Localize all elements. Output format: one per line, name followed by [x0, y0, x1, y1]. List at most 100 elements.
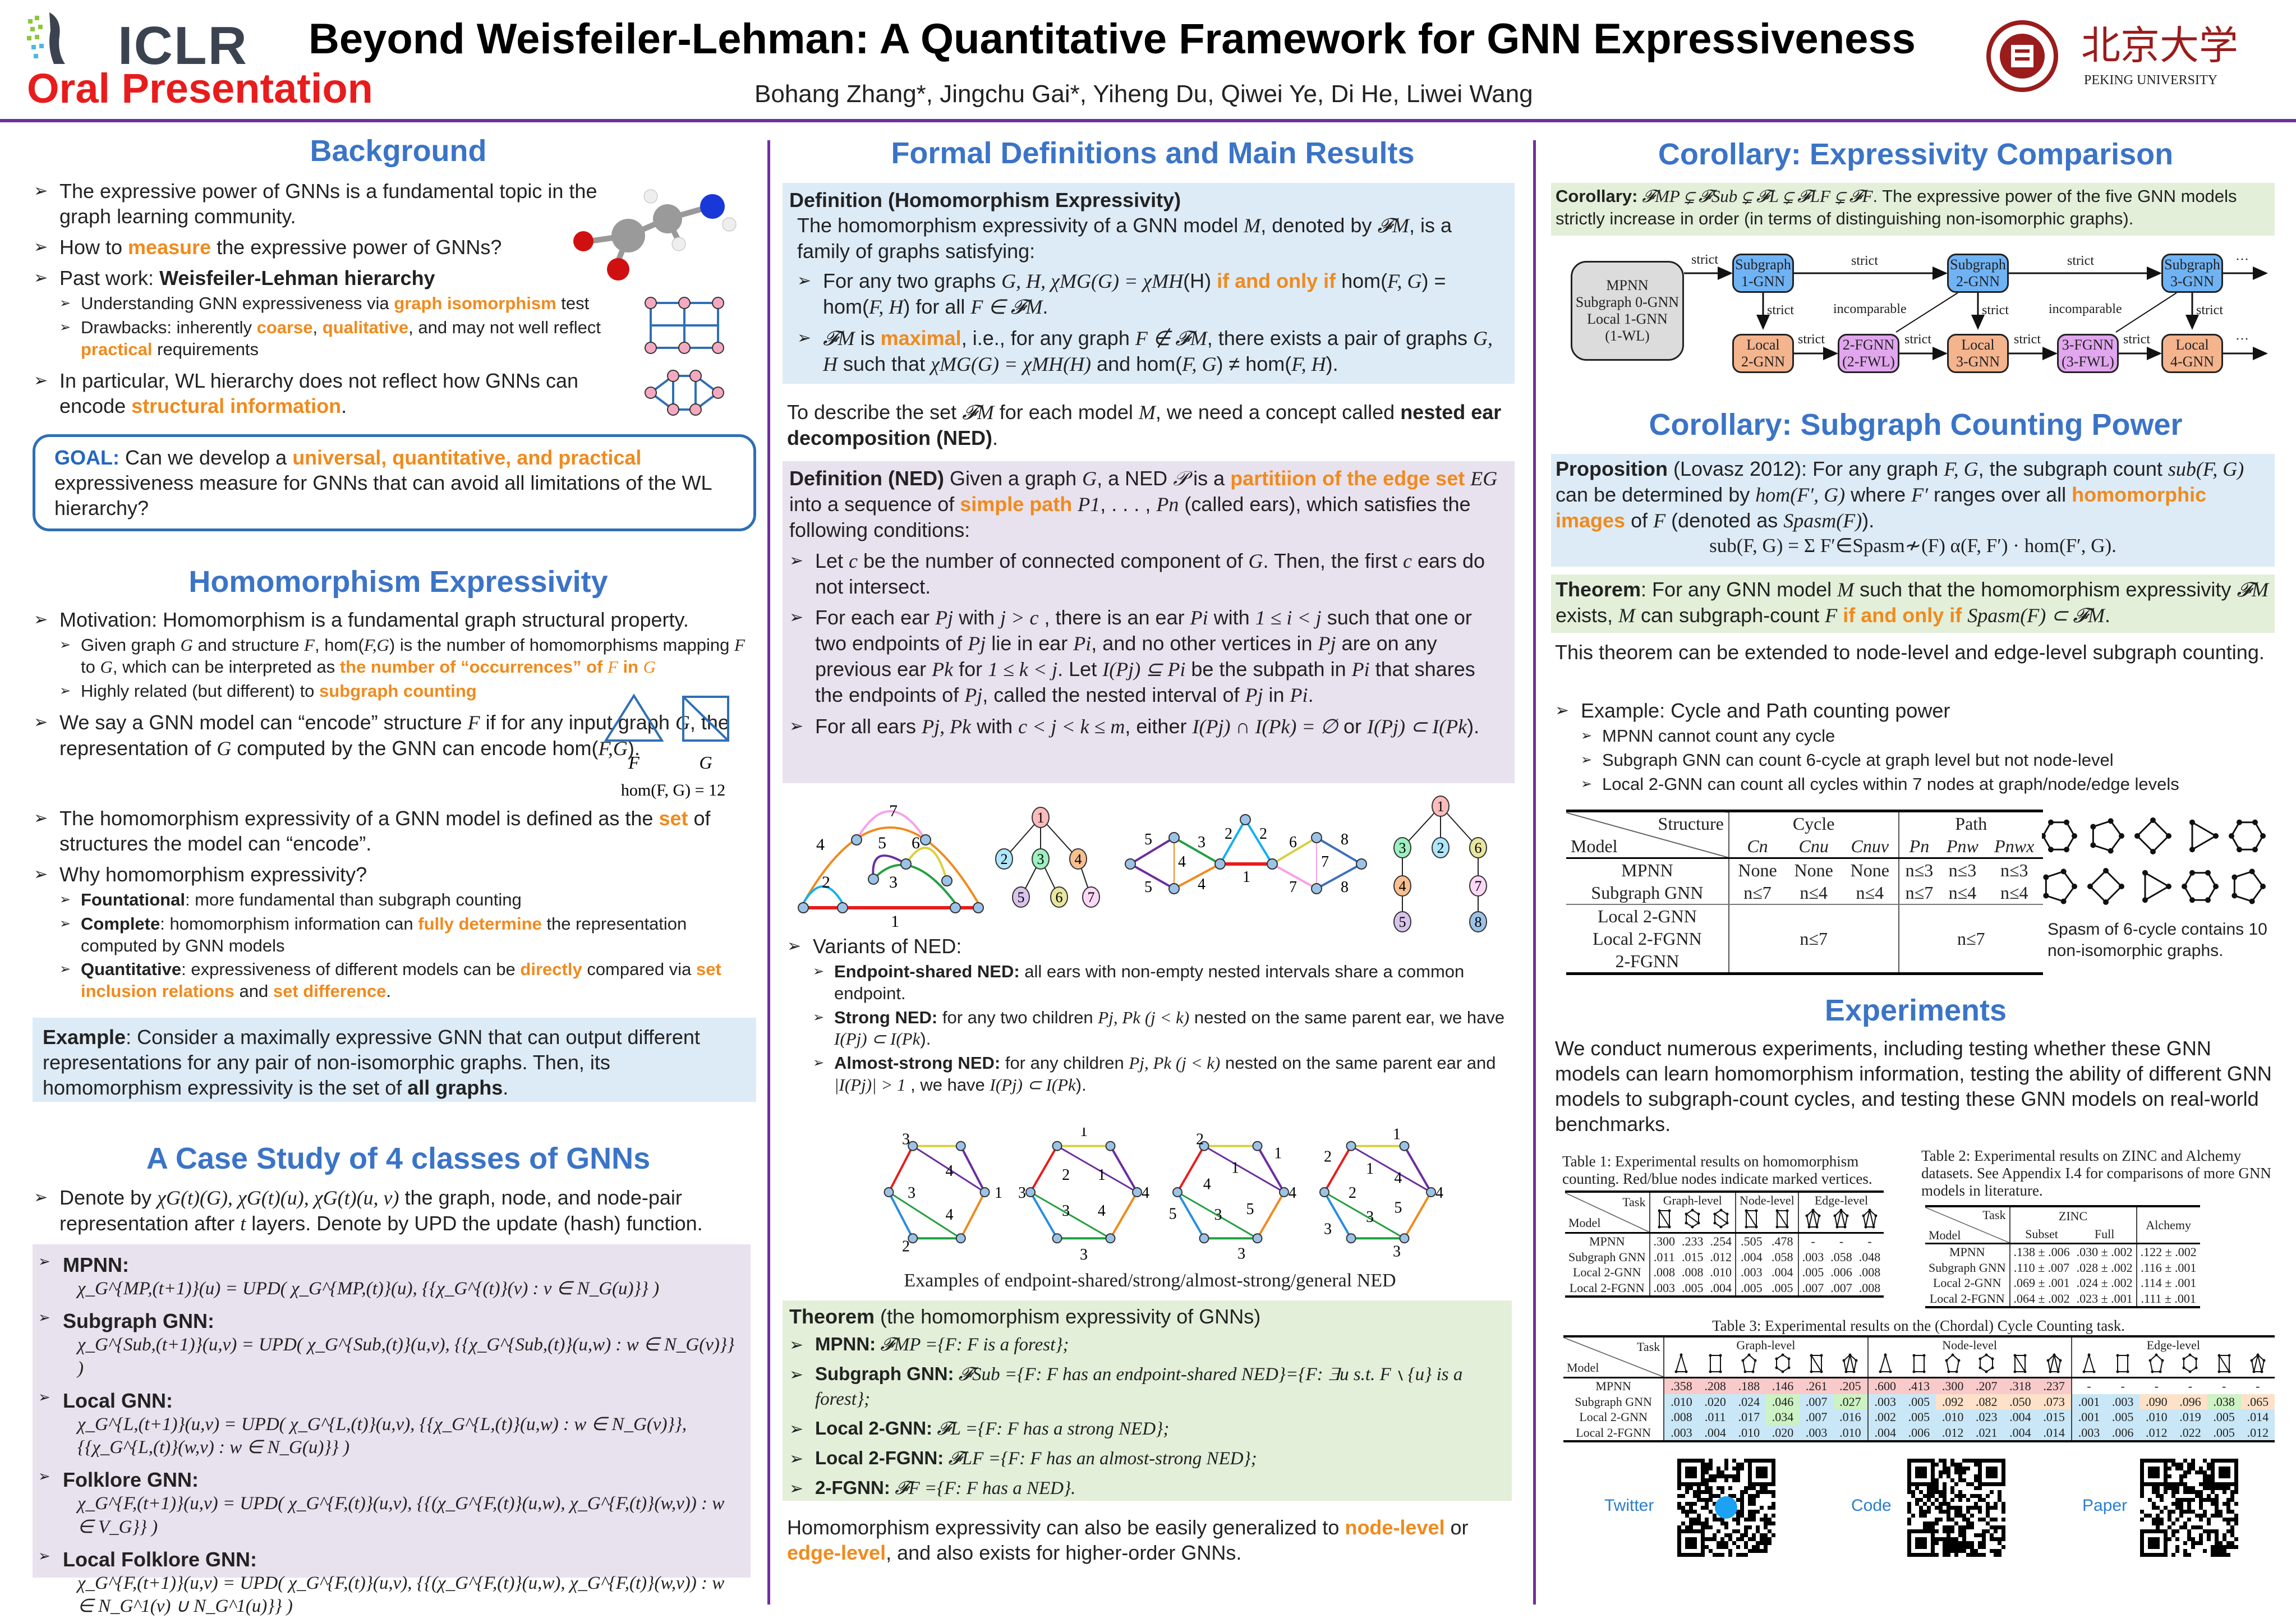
ear-label: 4 — [946, 1206, 954, 1224]
bullet-item: ➢Local 2-FGNN: 𝓕LF ={F: F has an almost-… — [789, 1446, 1505, 1470]
text-segment: P — [1078, 493, 1091, 516]
table-cell: n≤3 — [1905, 860, 1934, 880]
bullet-text: Strong NED: for any two children Pj, Pk … — [834, 1007, 1513, 1051]
text-segment: F′ — [1911, 484, 1929, 506]
bullet-arrow-icon: ➢ — [34, 809, 48, 828]
bullet-content: MPNN cannot count any cycle — [1602, 725, 1835, 747]
table-cell: .010 — [1833, 1424, 1869, 1441]
text-segment: ). — [920, 1029, 931, 1049]
text-segment: i — [1180, 658, 1186, 681]
link-label-paper[interactable]: Paper — [2082, 1496, 2128, 1515]
text-segment: F ∈ 𝓕 — [970, 296, 1026, 318]
bullet-content: Endpoint-shared NED: all ears with non-e… — [834, 961, 1513, 1005]
table-cell: .300 — [1936, 1377, 1970, 1394]
bullet-arrow-icon: ➢ — [34, 238, 48, 256]
text-segment: j — [1108, 1007, 1114, 1027]
text-segment: ranges over all — [1928, 483, 2072, 506]
text-segment: can subgraph-count — [1635, 604, 1825, 627]
qr-code-paper[interactable] — [2140, 1459, 2238, 1562]
table-row: Local 2-FGNN.003.004.010.020.003.010.004… — [1563, 1424, 2275, 1441]
text-segment: ). — [1862, 509, 1875, 532]
gnn-model-name: Local GNN: — [63, 1389, 173, 1412]
text-segment: Variants of NED: — [813, 935, 962, 958]
bullet-item: ➢The homomorphism expressivity of a GNN … — [34, 806, 757, 856]
bullet-arrow-icon: ➢ — [59, 319, 71, 335]
text-segment: if and only if — [1843, 604, 1962, 627]
bullet-item: ➢Past work: Weisfeiler-Lehman hierarchy➢… — [34, 265, 623, 362]
link-label-twitter[interactable]: Twitter — [1604, 1496, 1654, 1515]
text-segment: Sub — [972, 1364, 1000, 1385]
bullet-content: Local 2-GNN: 𝓕L ={F: F has a strong NED}… — [815, 1417, 1169, 1441]
text-segment: , denoted by — [1260, 214, 1378, 237]
chordal-square-graph-icon — [1810, 1354, 1823, 1373]
text-segment: P — [1245, 684, 1258, 706]
qr-code-code[interactable] — [1907, 1459, 2005, 1562]
experiments-text: We conduct numerous experiments, includi… — [1555, 1037, 2272, 1136]
counting-example-list: ➢Example: Cycle and Path counting power➢… — [1555, 698, 2279, 803]
graph-icon-cell — [1706, 1208, 1736, 1234]
text-segment: . — [503, 1076, 509, 1099]
link-label-code[interactable]: Code — [1851, 1496, 1892, 1515]
ned-body: Given a graph G, a NED 𝒫 is a partitiion… — [789, 467, 1497, 541]
text-segment: set inclusion relations — [81, 959, 721, 1001]
text-segment: L — [1769, 186, 1779, 206]
text-segment: expressiveness measure for GNNs that can… — [54, 471, 712, 520]
column-header: Alchemy — [2136, 1206, 2200, 1244]
text-segment: , is a family of graphs satisfying: — [797, 214, 1452, 263]
gnn-model-item: ➢Subgraph GNN:χ_G^{Sub,(t+1)}(u,v) = UPD… — [38, 1308, 745, 1380]
text-segment: (j < k) — [1140, 1007, 1190, 1027]
example-box: Example: Consider a maximally expressive… — [33, 1018, 756, 1102]
graph-icon-cell — [1827, 1208, 1856, 1234]
bullet-item: ➢For all ears Pj, Pk with c < j < k ≤ m,… — [789, 714, 1508, 739]
homomorphism-example-figure: F G hom(F, G) = 12 — [604, 693, 729, 799]
ear-label: 2 — [1062, 1166, 1070, 1184]
text-segment: 1 ≤ k < j — [988, 658, 1058, 681]
bullet-item: ➢How to measure the expressive power of … — [34, 235, 623, 260]
section-title-case-study: A Case Study of 4 classes of GNNs — [146, 1142, 651, 1175]
table-cell: .600 — [1867, 1377, 1902, 1394]
table-cell: .082 — [1970, 1394, 2004, 1409]
ear-label: 5 — [878, 834, 886, 852]
text-segment: ) = hom( — [823, 269, 1446, 318]
text-segment: , i.e., for any graph — [961, 327, 1135, 350]
bullet-content: Strong NED: for any two children Pj, Pk … — [834, 1007, 1513, 1051]
text-segment: (G), χ — [199, 1187, 247, 1209]
section-title-background: Background — [310, 134, 487, 168]
triangle-graph-icon — [1879, 1353, 1892, 1373]
text-segment: ⊊ 𝓕 — [1830, 186, 1862, 206]
table-cell: .002 — [1867, 1409, 1902, 1425]
edge-label-strict: strict — [1798, 332, 1825, 347]
text-segment: Motivation: Homomorphism is a fundamenta… — [59, 608, 689, 631]
qr-code-twitter[interactable] — [1677, 1459, 1775, 1562]
bullet-item: ➢In particular, WL hierarchy does not re… — [34, 368, 623, 419]
ear-label: 8 — [1341, 879, 1349, 896]
bullet-text: MPNN: 𝓕MP ={F: F is a forest}; — [815, 1332, 1069, 1357]
ear-label: 2 — [822, 873, 830, 891]
table-cell: .233 — [1682, 1234, 1704, 1248]
text-segment: MPNN cannot count any cycle — [1602, 726, 1835, 746]
text-segment: P — [1129, 1053, 1140, 1073]
table1-caption: Table 1: Experimental results on homomor… — [1562, 1153, 1872, 1188]
text-segment: homomorphic images — [1556, 483, 2207, 532]
text-segment: hom(F′, G) — [1755, 484, 1846, 506]
table-cell: n≤3 — [1948, 860, 1977, 880]
table-cell: .010 — [1936, 1409, 1970, 1425]
node-line: Subgraph — [1950, 256, 2006, 273]
text-segment: LF — [961, 1449, 984, 1469]
table-cell: .358 — [1664, 1377, 1699, 1394]
bullet-item: ➢For any two graphs G, H, χMG(G) = χMH(H… — [797, 268, 1508, 320]
bullet-arrow-icon: ➢ — [38, 1253, 50, 1270]
proposition-text: Proposition (Lovasz 2012): For any graph… — [1556, 456, 2270, 534]
bullet-text: Example: Cycle and Path counting power — [1581, 698, 2179, 723]
tree-node-label: 6 — [1056, 889, 1063, 905]
table-cell: .005 — [1682, 1280, 1704, 1295]
edge-label-strict: strict — [1904, 332, 1931, 347]
gnn-update-formula: χ_G^{L,(t+1)}(u,v) = UPD( χ_G^{L,(t)}(u,… — [77, 1414, 687, 1458]
text-segment: j — [856, 1029, 862, 1049]
